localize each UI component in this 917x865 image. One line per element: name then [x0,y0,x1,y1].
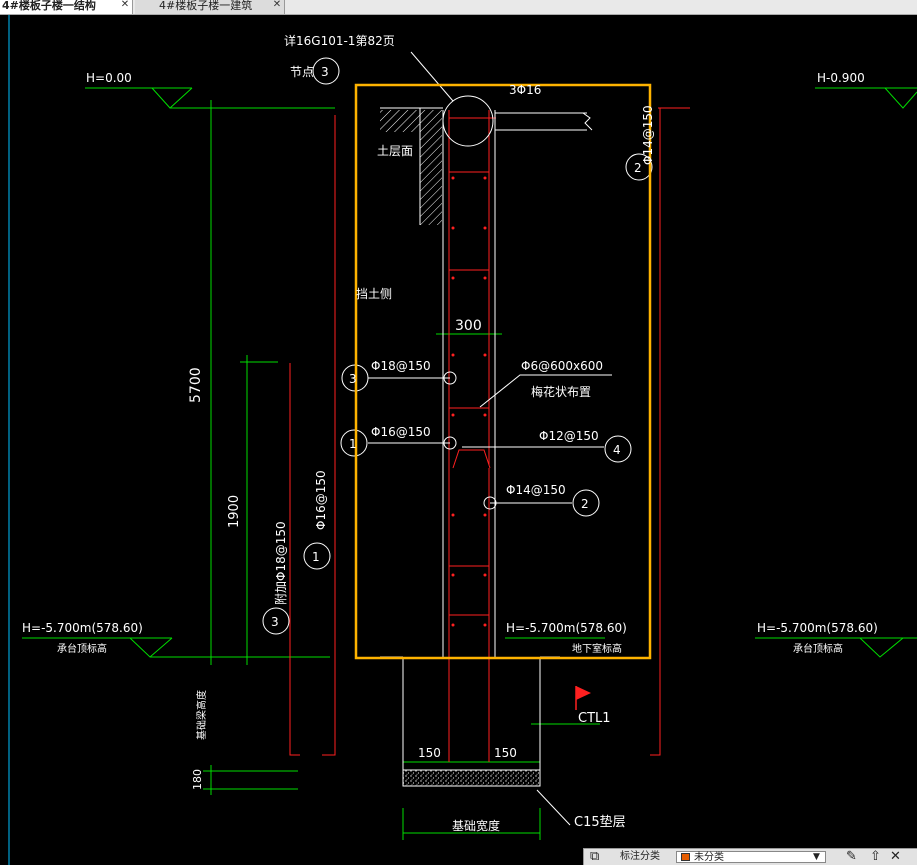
elevation-bottom-right: H=-5.700m(578.60) [757,621,878,635]
callout-1: 1 [349,437,357,451]
bar-label-2: Φ14@150 [506,483,566,497]
layer-select-value: 未分类 [694,852,724,863]
bottom-sub-left: 承台顶标高 [57,642,107,655]
tab-structure-label: 4#楼板子楼一结构 [2,0,96,12]
flag-icon[interactable] [575,686,591,710]
callout-3: 3 [349,372,357,386]
drawing-canvas[interactable]: 详16G101-1第82页 节点 3 3Φ16 H=0.00 H-0.900 H… [0,15,917,865]
foundation-width-label: 基础宽度 [452,818,500,833]
bar-vertical-1: Φ16@150 [314,470,328,530]
rebar-red-lines [289,107,690,762]
up-arrow-icon[interactable]: ⇧ [870,849,881,864]
soil-face-label: 土层面 [377,144,413,158]
bar-vertical-3: 附加Φ18@150 [274,521,288,605]
layer-select[interactable]: 未分类 ▼ [676,851,826,863]
tie-bars [449,171,491,616]
tab-architecture[interactable]: 4#楼板子楼一建筑 [135,0,285,14]
bottom-sub-mid: 地下室标高 [572,642,622,655]
close-icon[interactable]: ✕ [272,0,282,10]
elevation-left: H=0.00 [86,71,132,85]
cad-drawing[interactable]: 详16G101-1第82页 节点 3 3Φ16 H=0.00 H-0.900 H… [0,15,917,865]
elevation-bottom-left: H=-5.700m(578.60) [22,621,143,635]
dimension-150-left: 150 [418,746,441,760]
wall-outline [380,51,593,770]
bar-dots [451,176,487,627]
soil-hatch-top [380,110,420,132]
callout-3-left: 3 [271,615,279,629]
layer-toolbar: ⧉ 标注分类 未分类 ▼ ✎ ⇧ ✕ [583,848,917,865]
callout-2: 2 [581,497,589,511]
soil-hatch [420,110,442,225]
chevron-down-icon: ▼ [813,852,820,862]
ground-lines [22,87,917,658]
dimension-1900: 1900 [227,495,242,528]
tab-architecture-label: 4#楼板子楼一建筑 [159,0,253,12]
close-icon[interactable]: ✕ [120,0,130,10]
x-icon[interactable]: ✕ [890,849,901,864]
pad-label: C15垫层 [574,814,626,830]
soil-side-label: 挡土侧 [356,287,392,301]
selection-box[interactable] [354,83,652,660]
dimension-lines [202,100,600,840]
top-bar-label: 3Φ16 [509,83,541,97]
bottom-sub-right: 承台顶标高 [793,642,843,655]
dimension-300: 300 [455,318,482,334]
bar-label-1: Φ16@150 [371,425,431,439]
bar-label-3: Φ18@150 [371,359,431,373]
dimension-180: 180 [191,769,204,790]
callout-2-top: 2 [634,161,642,175]
note-reference: 详16G101-1第82页 [284,33,395,48]
tie-sub-label: 梅花状布置 [531,384,591,399]
bar-vertical-2: Φ14@150 [641,105,655,165]
elevation-right: H-0.900 [817,71,865,85]
ctl-label: CTL1 [578,711,611,726]
c15-pad [402,769,541,787]
layers-icon[interactable]: ⧉ [590,849,600,864]
callout-1-left: 1 [312,550,320,564]
node-label: 节点 [290,65,314,79]
callout-node: 3 [321,65,329,79]
layer-category-label: 标注分类 [620,851,660,862]
edit-icon[interactable]: ✎ [846,849,857,864]
tie-label: Φ6@600x600 [521,359,603,373]
elevation-bottom-mid: H=-5.700m(578.60) [506,621,627,635]
tab-bar: 4#楼板子楼一结构 ✕ 4#楼板子楼一建筑 ✕ [0,0,917,15]
tab-structure[interactable]: 4#楼板子楼一结构 [0,0,133,14]
bar-label-4: Φ12@150 [539,429,599,443]
foundation-height-label: 基础梁高度 [195,690,208,740]
layer-color-swatch [681,853,690,861]
dimension-5700: 5700 [188,367,204,403]
dimension-150-right: 150 [494,746,517,760]
callout-circles [262,57,653,635]
callout-4: 4 [613,443,621,457]
leader-lines [368,371,612,826]
